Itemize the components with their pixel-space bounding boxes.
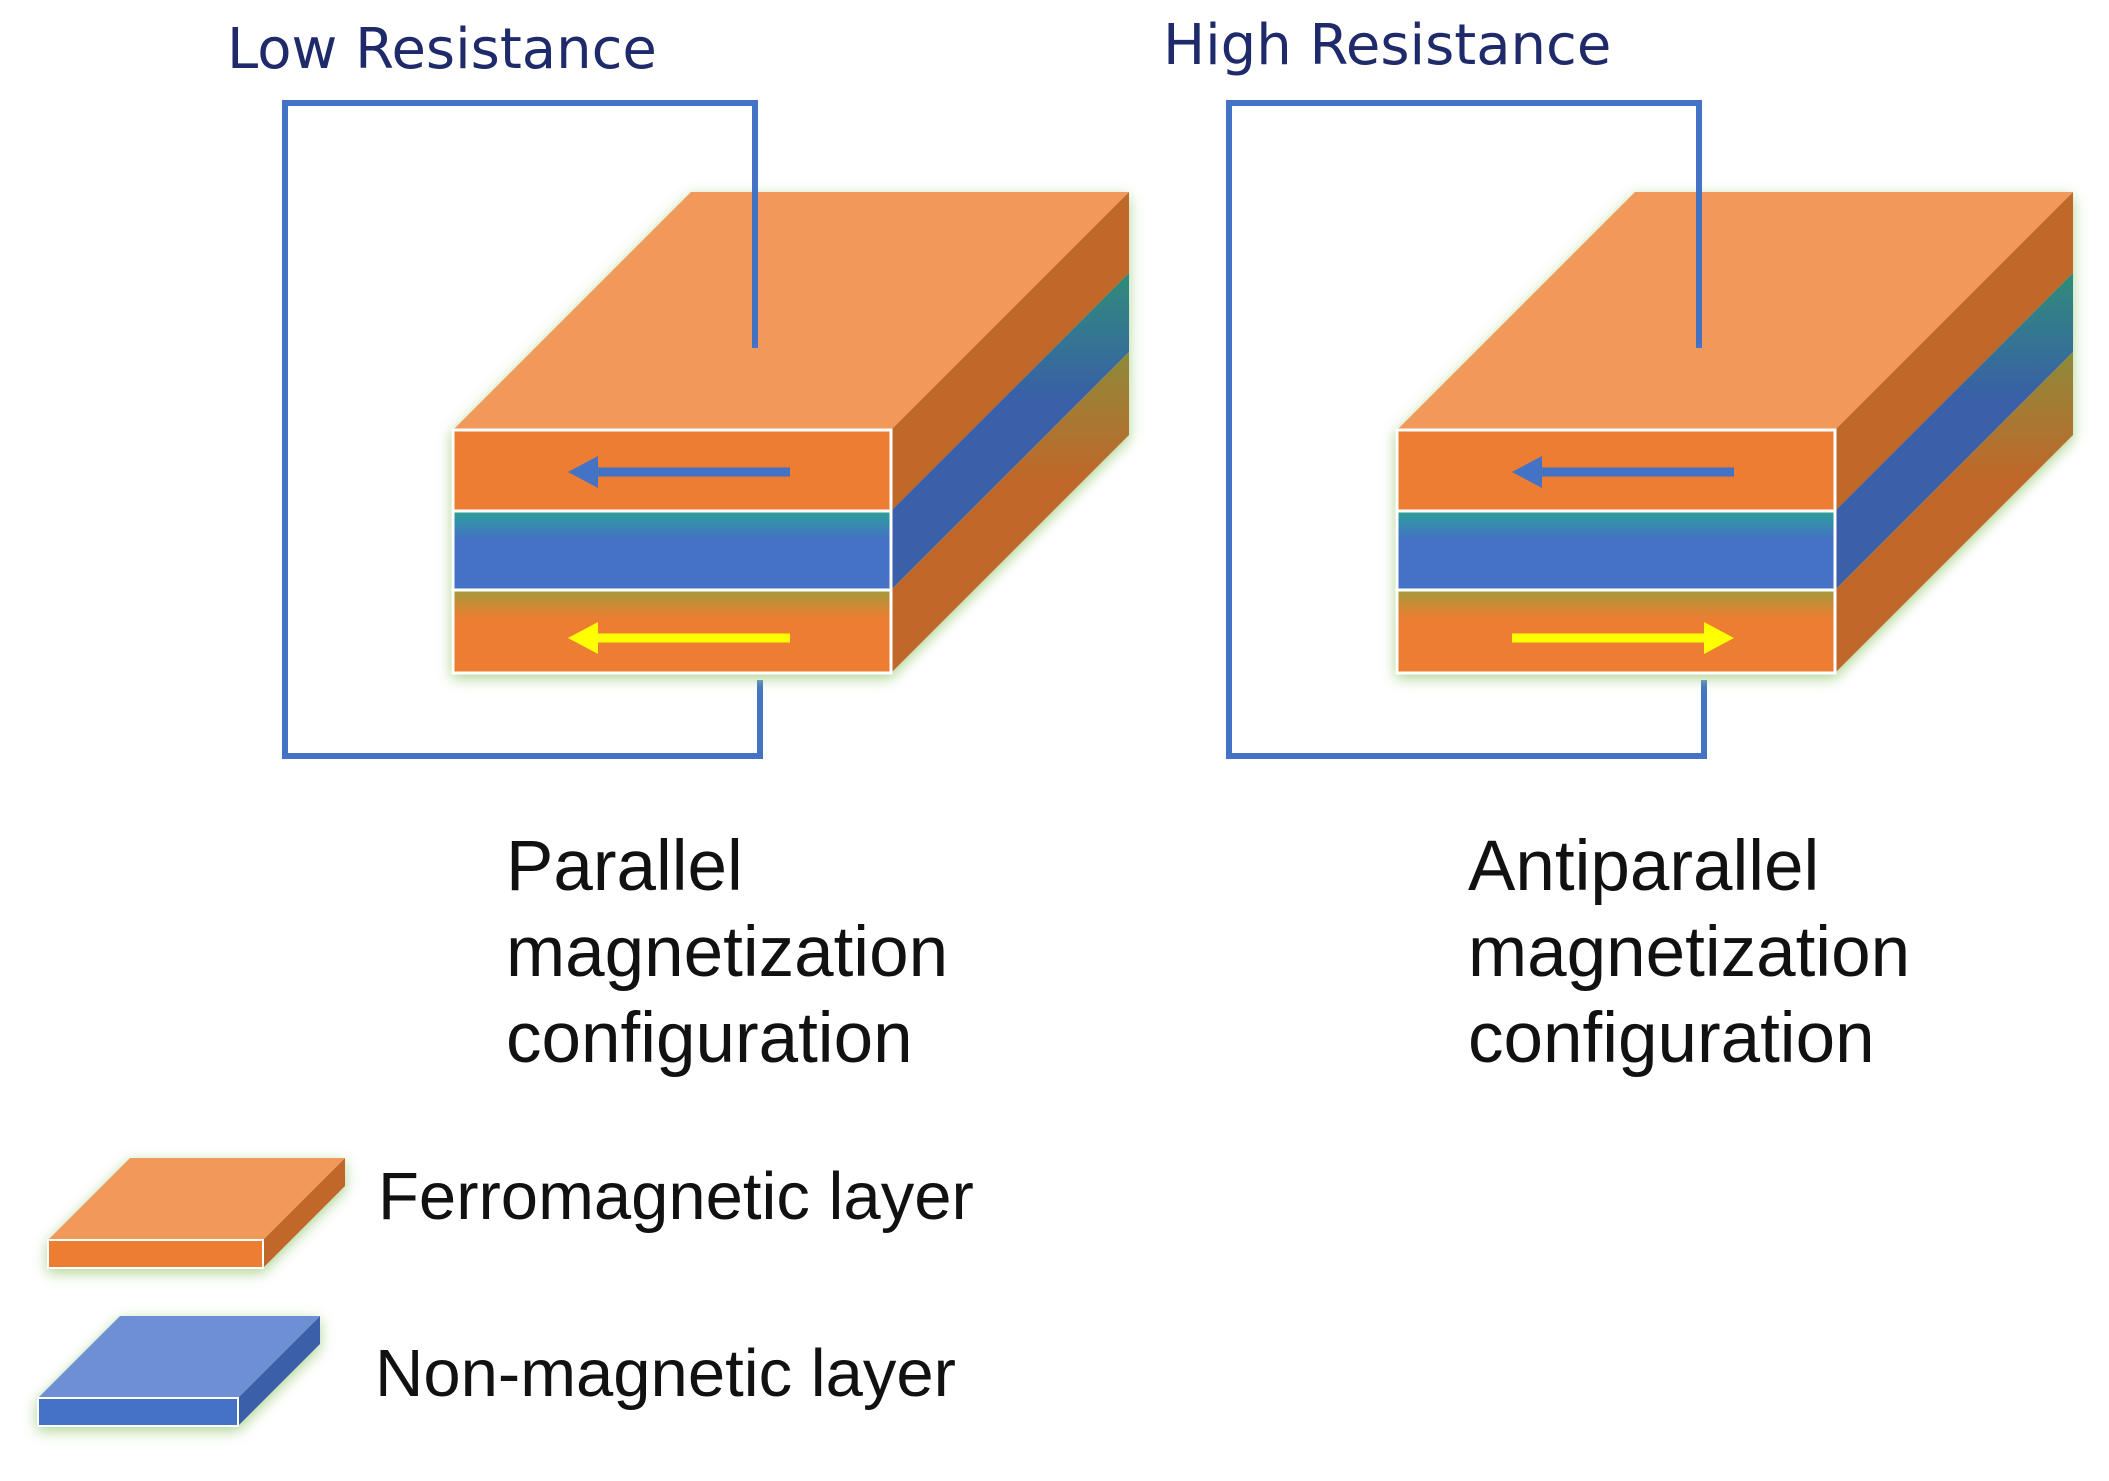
magnetization-arrow-bottom-left-icon [568,622,790,654]
nonmag-front-face [1395,509,1837,592]
swatch-side-face [238,1316,320,1426]
high-resistance-title: High Resistance [1163,13,1612,78]
ferro-bottom-front-face [451,588,893,675]
ferro-bottom-side-face [891,352,1129,673]
nonmag-front-face [451,509,893,592]
ferro-bottom-front-face [1395,588,1837,675]
ferro-top-side-face [1835,192,2073,511]
trilayer-stack [451,192,1129,675]
caption-line: configuration [506,999,913,1078]
trilayer-stack [1395,192,2073,675]
caption-line: magnetization [506,913,949,992]
magnetization-arrow-top-left-icon [568,456,790,488]
legend-swatches [37,1158,345,1427]
antiparallel-caption: Antiparallel magnetization configuration [1468,824,1910,1082]
nonmagnetic-swatch [37,1316,320,1427]
caption-line: Antiparallel [1468,827,1820,906]
antiparallel-panel [1226,100,2073,759]
swatch-side-face [263,1158,345,1268]
nonmag-side-face [891,273,1129,590]
parallel-panel [282,100,1129,759]
swatch-top-face [48,1158,345,1240]
ferro-bottom-side-face [1835,352,2073,673]
swatch-front-face [37,1397,239,1427]
caption-line: configuration [1468,999,1875,1078]
ferro-top-face [453,192,1129,430]
swatch-top-face [38,1316,320,1398]
parallel-caption: Parallel magnetization configuration [506,824,948,1082]
ferromagnetic-swatch [47,1158,345,1269]
magnetization-arrow-bottom-right-icon [1512,622,1734,654]
magnetization-arrow-top-left-icon [1512,456,1734,488]
ferro-top-face [1397,192,2073,430]
caption-line: magnetization [1468,913,1911,992]
low-resistance-title: Low Resistance [227,17,657,82]
nonmag-side-face [1835,273,2073,590]
swatch-front-face [47,1239,264,1269]
ferromagnetic-legend-label: Ferromagnetic layer [378,1159,974,1234]
caption-line: Parallel [506,827,743,906]
nonmagnetic-legend-label: Non-magnetic layer [375,1336,956,1411]
ferro-top-side-face [891,192,1129,511]
